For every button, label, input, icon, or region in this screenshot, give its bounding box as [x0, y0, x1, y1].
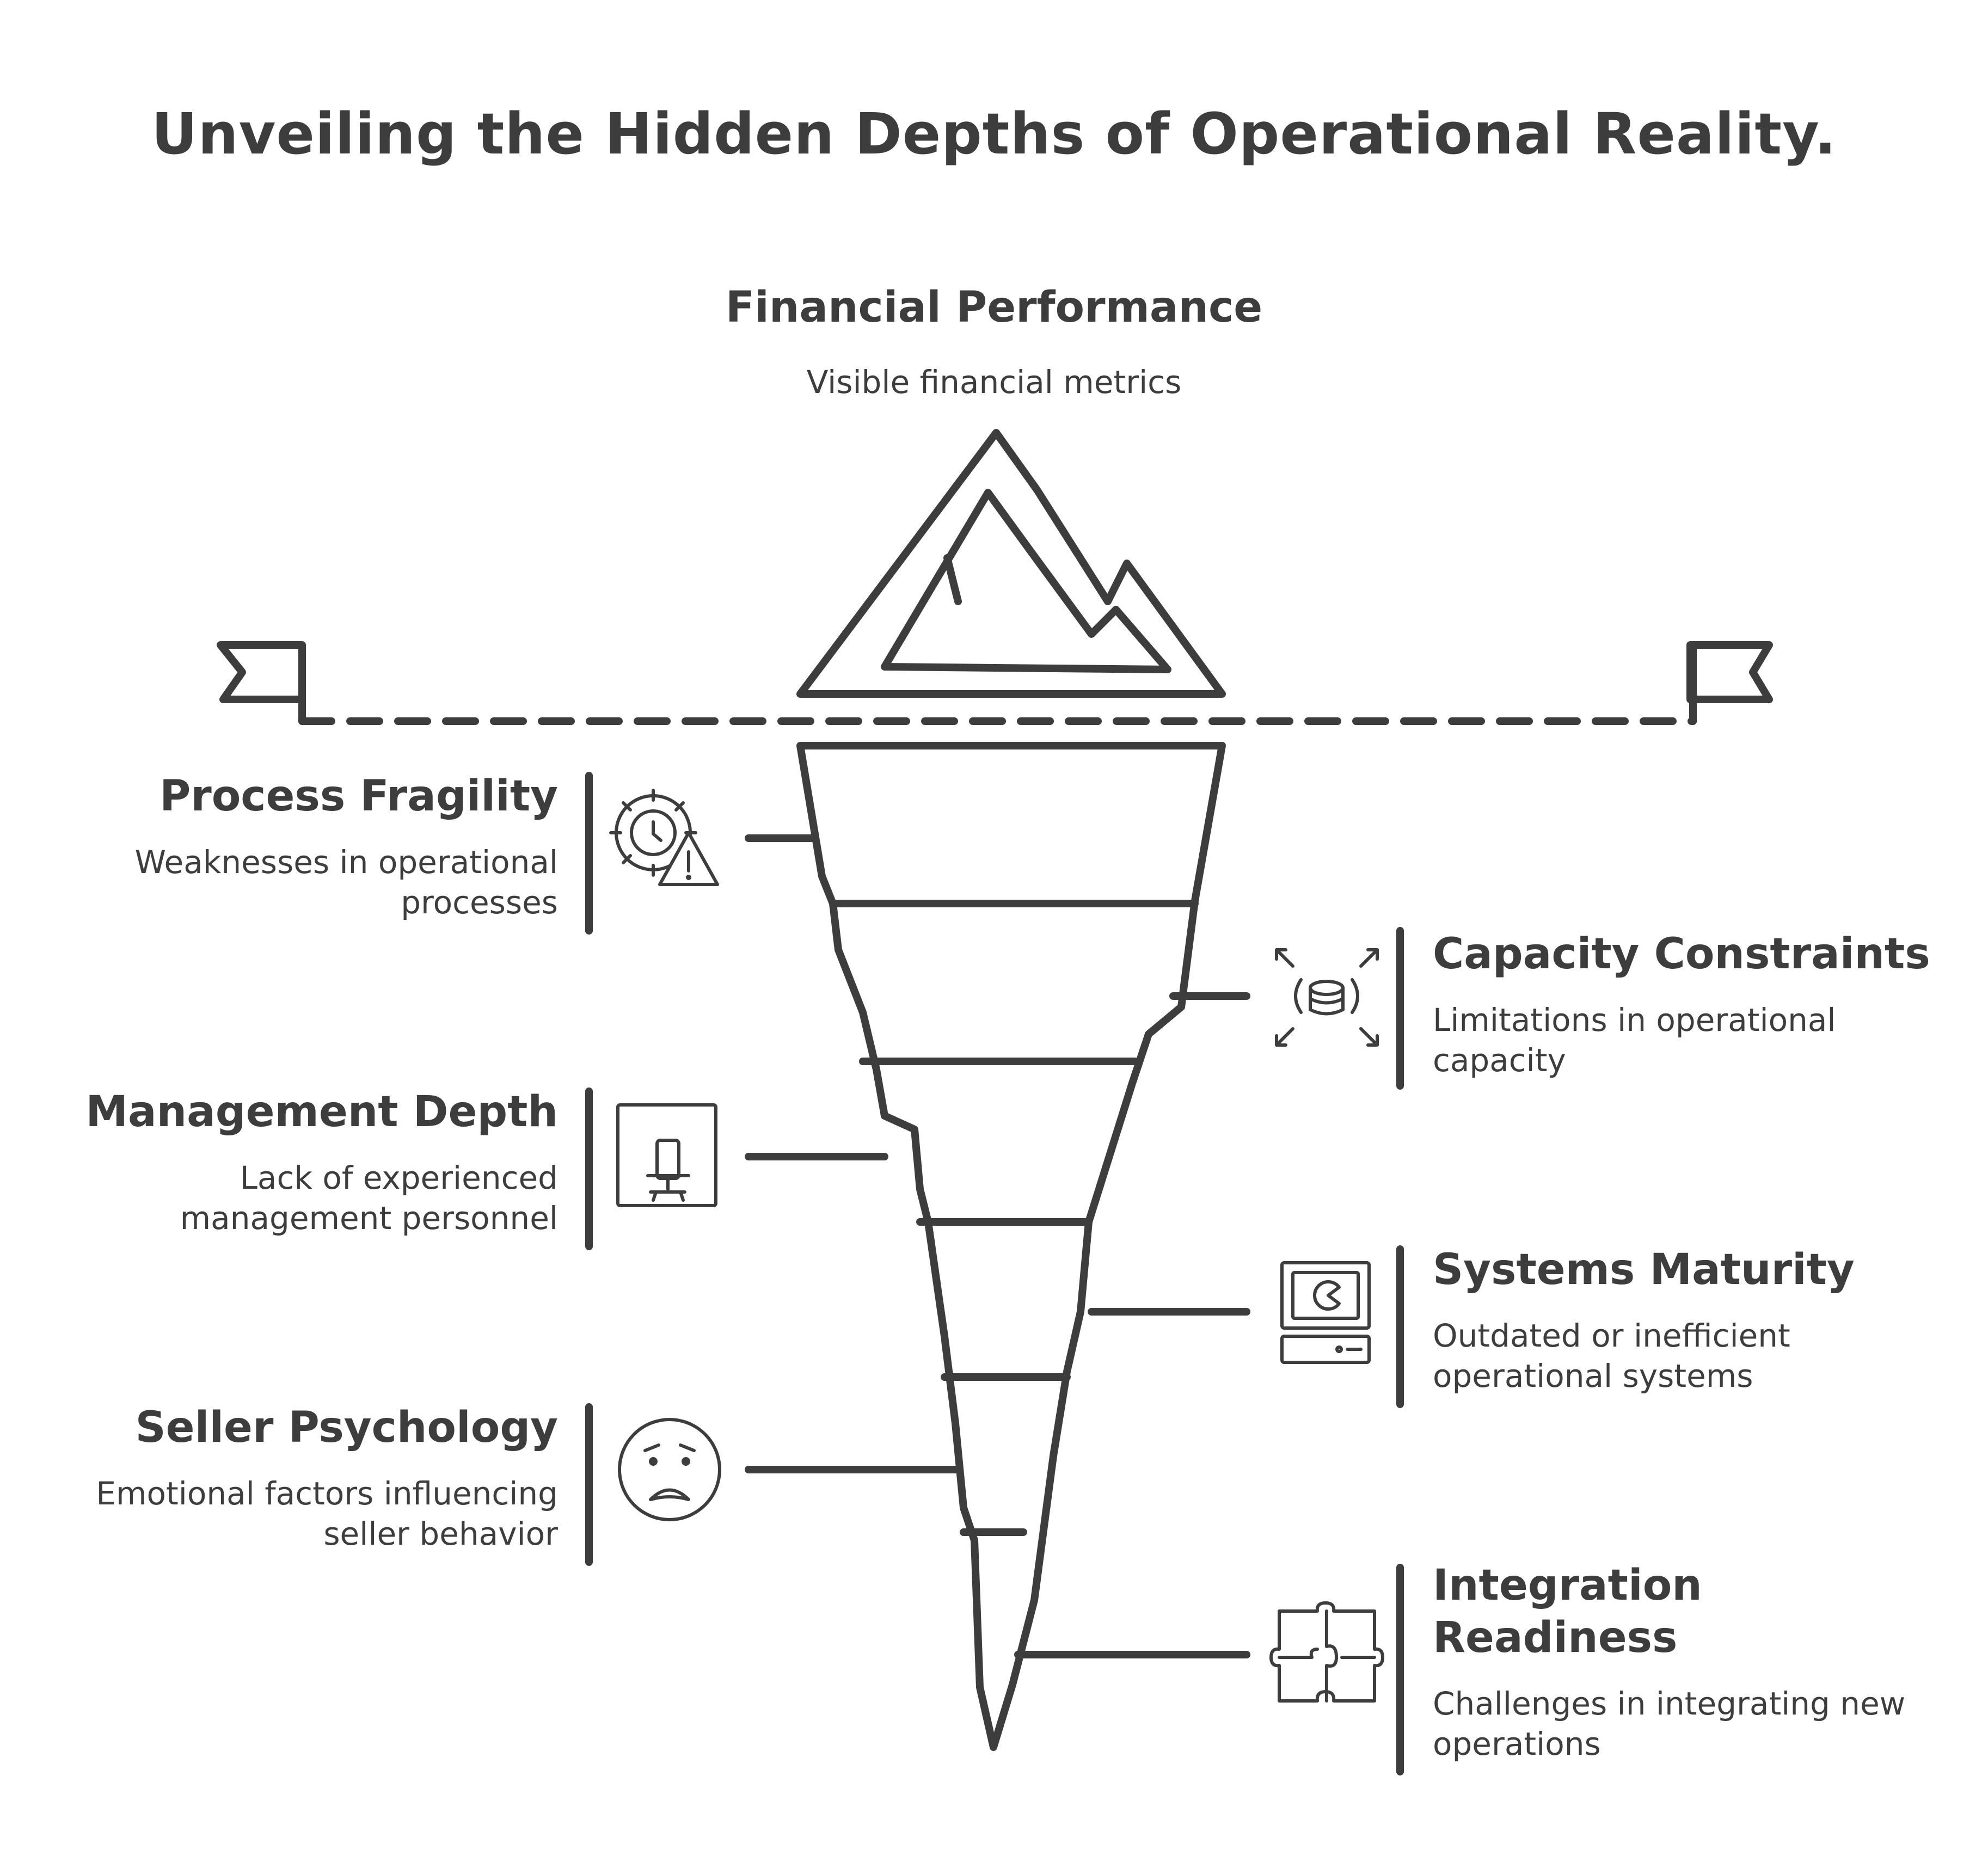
right-flag	[1686, 641, 1773, 703]
systems-maturity-label: Systems Maturity Outdated or inefficient…	[1433, 1244, 1977, 1396]
seller-psychology-heading: Seller Psychology	[135, 1403, 559, 1452]
process-fragility-description: Weaknesses in operational processes	[134, 844, 558, 921]
worried-face-icon	[618, 1418, 721, 1521]
capacity-constraints-description: Limitations in operational capacity	[1433, 1001, 1836, 1079]
process-fragility-label: Process Fragility Weaknesses in operatio…	[14, 770, 558, 923]
iceberg-tip	[796, 429, 1226, 698]
puzzle-icon	[1269, 1601, 1384, 1703]
financial-performance-heading: Financial Performance	[725, 283, 1263, 332]
submerged-iceberg	[796, 742, 1226, 1751]
capacity-constraints-heading: Capacity Constraints	[1433, 930, 1930, 979]
old-computer-icon	[1280, 1261, 1371, 1364]
management-depth-label: Management Depth Lack of experienced man…	[14, 1086, 558, 1238]
integration-readiness-label: Integration Readiness Challenges in inte…	[1433, 1559, 1977, 1764]
integration-readiness-heading: Integration Readiness	[1433, 1561, 1702, 1662]
seller-psychology-label: Seller Psychology Emotional factors infl…	[14, 1402, 558, 1554]
management-depth-heading: Management Depth	[85, 1087, 558, 1136]
left-flag	[217, 641, 306, 703]
page-title: Unveiling the Hidden Depths of Operation…	[151, 101, 1837, 167]
office-chair-icon	[616, 1103, 717, 1207]
gear-warning-icon	[609, 789, 719, 886]
iceberg-tip-inner	[881, 489, 1171, 673]
seller-psychology-description: Emotional factors influencing seller beh…	[96, 1475, 558, 1552]
financial-performance-description: Visible financial metrics	[806, 364, 1182, 401]
integration-readiness-description: Challenges in integrating new operations	[1433, 1685, 1906, 1762]
systems-maturity-heading: Systems Maturity	[1433, 1245, 1855, 1294]
capacity-constraints-label: Capacity Constraints Limitations in oper…	[1433, 928, 1977, 1080]
management-depth-description: Lack of experienced management personnel	[180, 1159, 558, 1237]
systems-maturity-description: Outdated or inefficient operational syst…	[1433, 1317, 1790, 1394]
process-fragility-heading: Process Fragility	[159, 772, 558, 821]
database-expand-icon	[1275, 948, 1379, 1047]
